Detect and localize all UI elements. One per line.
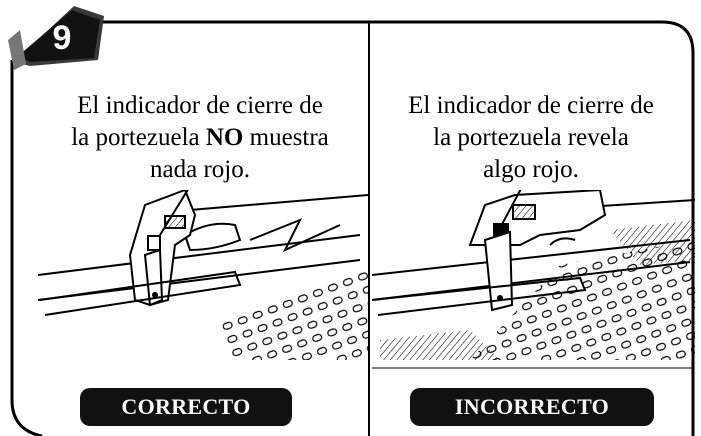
left-caption: El indicador de cierre de la portezuela …: [40, 90, 360, 186]
right-caption: El indicador de cierre de la portezuela …: [372, 90, 690, 186]
correct-door-illustration: [38, 190, 368, 360]
emphasis-no: NO: [205, 124, 244, 151]
panel-frame: [10, 20, 695, 436]
right-caption-line2: la portezuela revela: [433, 124, 629, 151]
left-caption-line3: nada rojo.: [150, 156, 250, 183]
right-caption-line1: El indicador de cierre de: [408, 92, 654, 119]
step-number: 9: [52, 19, 72, 57]
correct-label: CORRECTO: [80, 388, 292, 426]
incorrect-door-illustration: [372, 190, 695, 360]
left-caption-line1: El indicador de cierre de: [77, 92, 323, 119]
right-caption-line3: algo rojo.: [483, 156, 579, 183]
left-caption-line2: la portezuela NO muestra: [71, 124, 329, 151]
incorrect-label: INCORRECTO: [410, 388, 654, 426]
step-number-badge: [8, 6, 104, 70]
